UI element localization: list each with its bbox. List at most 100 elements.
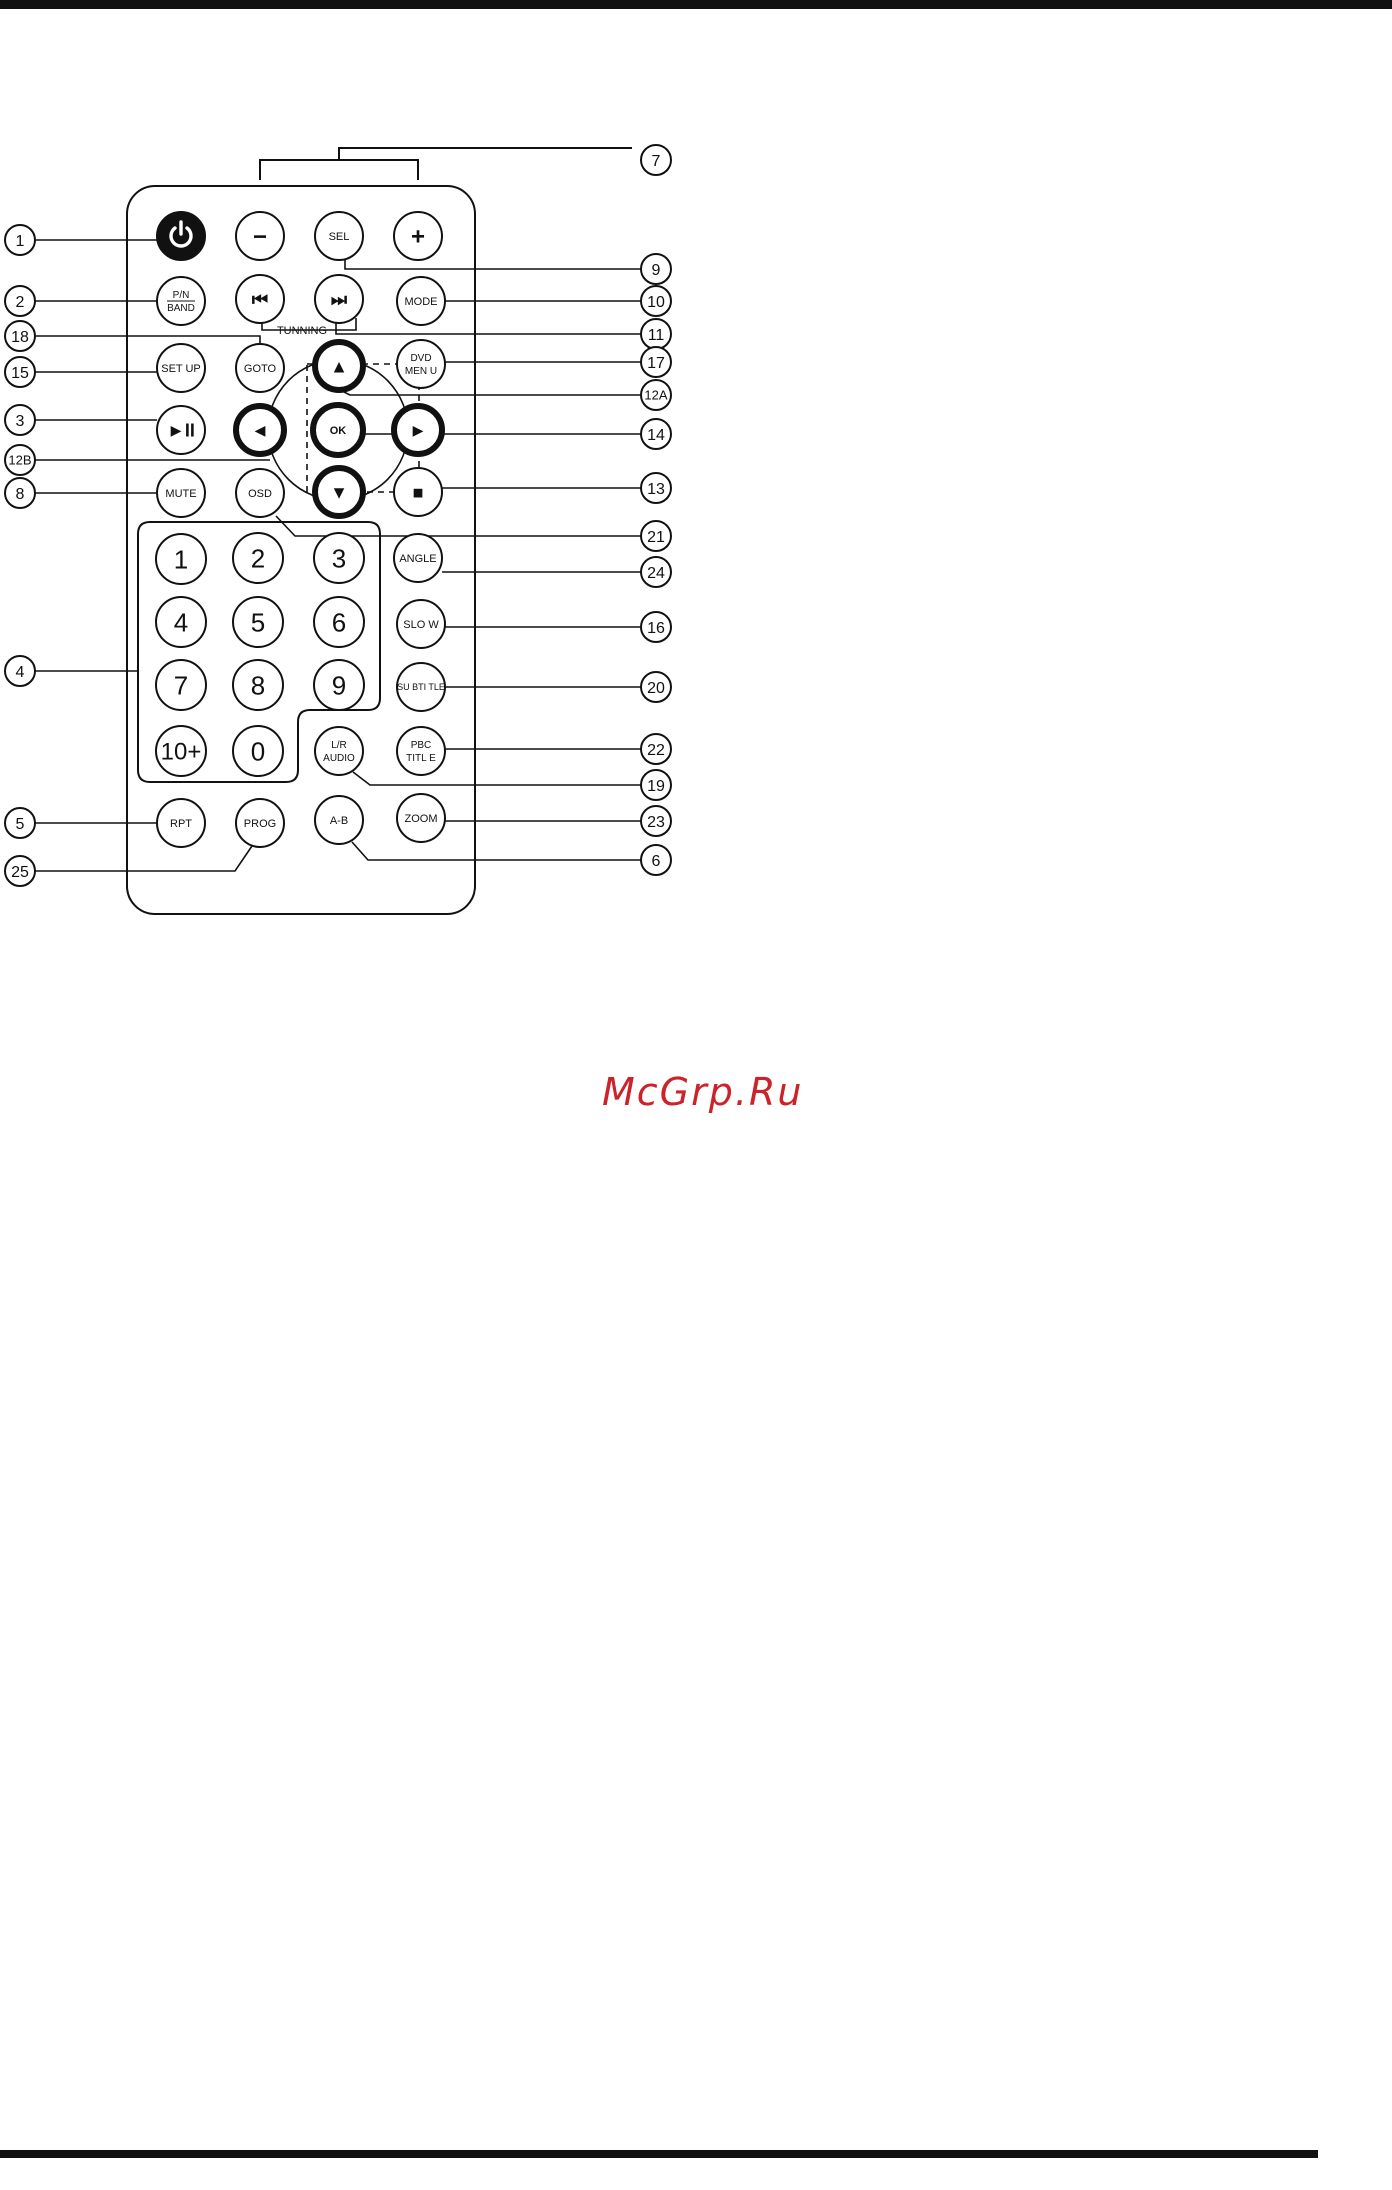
lr-audio-button-ring [315, 727, 363, 775]
callout-number: 17 [647, 355, 665, 372]
num-5-button[interactable]: 5 [233, 597, 283, 647]
mode-button[interactable]: MODE [397, 277, 445, 325]
setup-button[interactable]: SET UP [157, 344, 205, 392]
zoom-label: ZOOM [405, 813, 438, 825]
num-5-label: 5 [251, 607, 265, 637]
slow-button[interactable]: SLO W [397, 600, 445, 648]
pbc-title-button-ring [397, 727, 445, 775]
callout-c21: 21 [641, 521, 671, 551]
callout-c3: 3 [5, 405, 35, 435]
rpt-button[interactable]: RPT [157, 799, 205, 847]
stop-button[interactable]: ■ [394, 468, 442, 516]
dvd-menu-button-ring [397, 340, 445, 388]
callout-c16: 16 [641, 612, 671, 642]
ab-label: A-B [330, 815, 348, 827]
leader-line-c6 [352, 842, 641, 860]
subtitle-button[interactable]: SU BTI TLE [397, 663, 445, 711]
prev-button[interactable]: ⏮ [236, 275, 284, 323]
callout-c22: 22 [641, 734, 671, 764]
callout-c23: 23 [641, 806, 671, 836]
callout-number: 12B [8, 453, 31, 468]
leader-line-c19 [353, 772, 641, 785]
vol-plus-button[interactable]: + [394, 212, 442, 260]
up-button[interactable]: ▲ [315, 342, 363, 390]
callout-c7: 7 [641, 145, 671, 175]
pn-band-label-2: BAND [167, 303, 195, 314]
callout-number: 23 [647, 814, 665, 831]
callout-number: 10 [647, 294, 665, 311]
arrow-right-icon: ► [409, 420, 427, 440]
callout-c24: 24 [641, 557, 671, 587]
callout-c15: 15 [5, 357, 35, 387]
prog-label: PROG [244, 818, 276, 830]
num-8-label: 8 [251, 670, 265, 700]
goto-button[interactable]: GOTO [236, 344, 284, 392]
goto-label: GOTO [244, 363, 277, 375]
num-4-button[interactable]: 4 [156, 597, 206, 647]
num-4-label: 4 [174, 607, 188, 637]
left-button[interactable]: ◄ [236, 406, 284, 454]
callout-c1: 1 [5, 225, 35, 255]
prog-button[interactable]: PROG [236, 799, 284, 847]
sel-button[interactable]: SEL [315, 212, 363, 260]
sel-label: SEL [329, 231, 350, 243]
callout-number: 1 [16, 233, 25, 250]
num-8-button[interactable]: 8 [233, 660, 283, 710]
num-1-button[interactable]: 1 [156, 534, 206, 584]
callout-c10: 10 [641, 286, 671, 316]
num-7-label: 7 [174, 670, 188, 700]
num-10plus-button[interactable]: 10+ [156, 726, 206, 776]
num-0-button[interactable]: 0 [233, 726, 283, 776]
callout-number: 18 [11, 329, 29, 346]
num-3-label: 3 [332, 543, 346, 573]
ab-button[interactable]: A-B [315, 796, 363, 844]
callout-number: 5 [16, 816, 25, 833]
num-7-button[interactable]: 7 [156, 660, 206, 710]
num-2-button[interactable]: 2 [233, 533, 283, 583]
num-6-button[interactable]: 6 [314, 597, 364, 647]
callout-number: 24 [647, 565, 665, 582]
arrow-down-icon: ▼ [330, 482, 348, 502]
num-10plus-label: 10+ [161, 739, 202, 766]
vol-plus-label: + [411, 224, 425, 251]
callout-number: 16 [647, 620, 665, 637]
power-button[interactable] [157, 212, 205, 260]
osd-label: OSD [248, 488, 272, 500]
zoom-button[interactable]: ZOOM [397, 794, 445, 842]
next-button[interactable]: ⏭ [315, 275, 363, 323]
callout-number: 8 [16, 486, 25, 503]
callout-c11: 11 [641, 319, 671, 349]
tuning-label: TUNNING [277, 325, 327, 337]
ok-button[interactable]: OK [313, 405, 363, 455]
callout-c8: 8 [5, 478, 35, 508]
angle-button[interactable]: ANGLE [394, 534, 442, 582]
callout-c12b: 12B [5, 445, 35, 475]
lr-audio-label: L/R [331, 740, 347, 751]
leader-line-c12a [340, 390, 641, 395]
down-button[interactable]: ▼ [315, 468, 363, 516]
num-3-button[interactable]: 3 [314, 533, 364, 583]
play-pause-icon: ►II [167, 420, 195, 440]
callout-c14: 14 [641, 419, 671, 449]
mode-label: MODE [405, 296, 438, 308]
angle-label: ANGLE [399, 553, 436, 565]
right-button[interactable]: ► [394, 406, 442, 454]
stop-icon: ■ [413, 482, 424, 502]
callout-number: 14 [647, 427, 665, 444]
num-9-button[interactable]: 9 [314, 660, 364, 710]
leader-line-c25 [35, 846, 252, 871]
osd-button[interactable]: OSD [236, 469, 284, 517]
vol-minus-button[interactable]: − [236, 212, 284, 260]
bottom-rule [0, 2150, 1318, 2158]
setup-label: SET UP [161, 363, 201, 375]
callout-number: 2 [16, 294, 25, 311]
mute-button[interactable]: MUTE [157, 469, 205, 517]
rpt-label: RPT [170, 818, 192, 830]
play-pause-button[interactable]: ►II [157, 406, 205, 454]
ok-label: OK [330, 425, 347, 437]
